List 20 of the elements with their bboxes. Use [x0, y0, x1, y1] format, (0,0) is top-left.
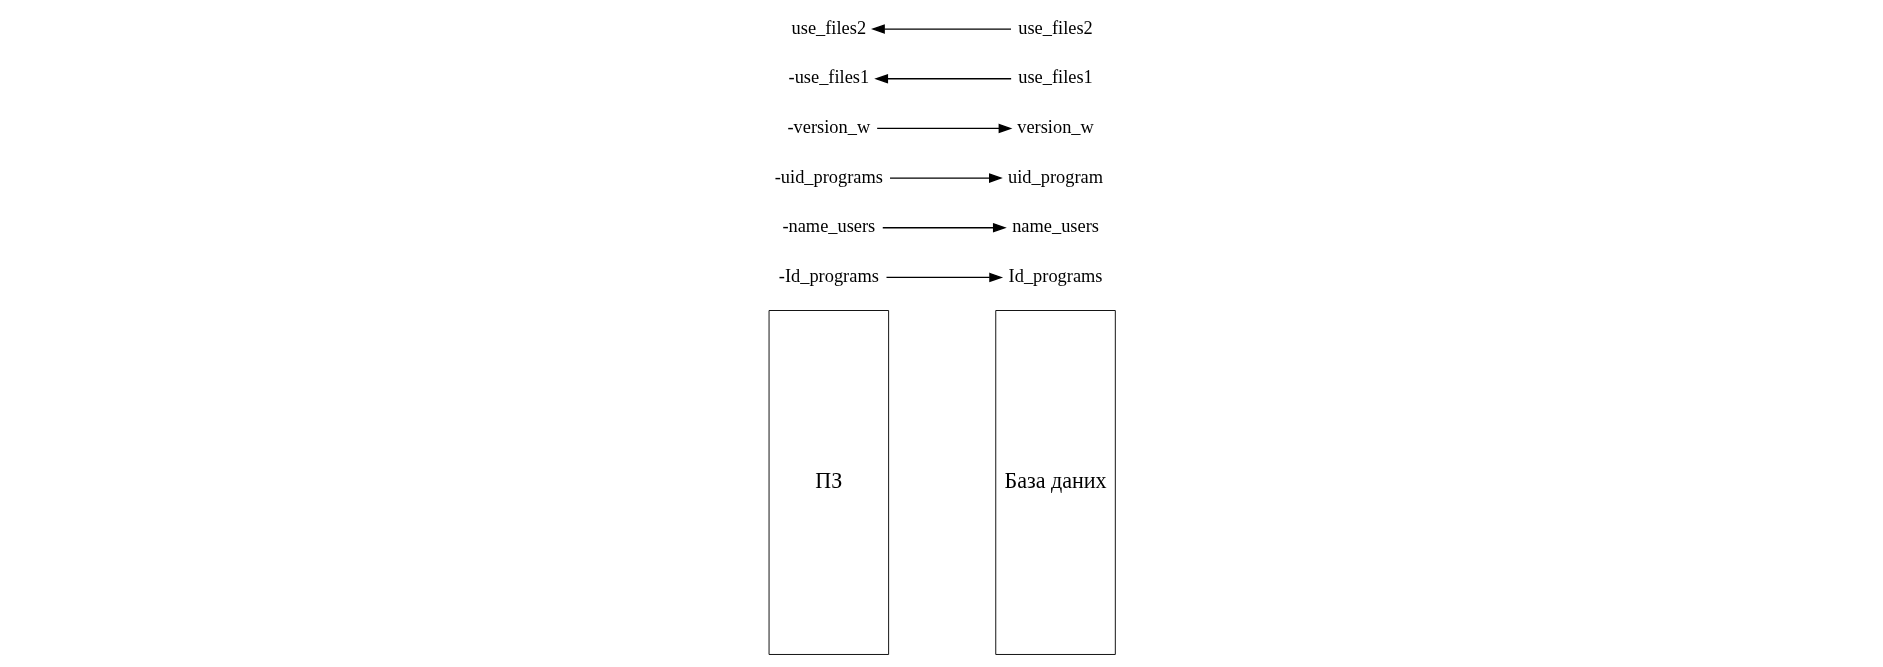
- arrow: [885, 272, 1004, 283]
- node-text: use_files2: [791, 17, 867, 38]
- node-text: -version_w: [787, 117, 871, 138]
- arrow: [871, 24, 1012, 34]
- node-text: uid_program: [1008, 166, 1103, 187]
- arrow: [882, 222, 1007, 233]
- node-text: version_w: [1017, 117, 1094, 138]
- node-text: use_files2: [1018, 17, 1093, 38]
- node-text: -uid_programs: [774, 166, 883, 187]
- arrow: [889, 173, 1003, 183]
- node-text: use_files1: [1018, 67, 1093, 88]
- node-box: ПЗ: [768, 310, 890, 655]
- node-text: -use_files1: [788, 67, 870, 88]
- node-text: -name_users: [782, 216, 876, 237]
- arrow: [874, 73, 1012, 84]
- node-box: База даних: [995, 310, 1116, 655]
- node-text: Id_programs: [1008, 266, 1103, 286]
- arrow: [876, 123, 1013, 134]
- node-text: name_users: [1012, 216, 1099, 237]
- node-text: -Id_programs: [778, 266, 879, 286]
